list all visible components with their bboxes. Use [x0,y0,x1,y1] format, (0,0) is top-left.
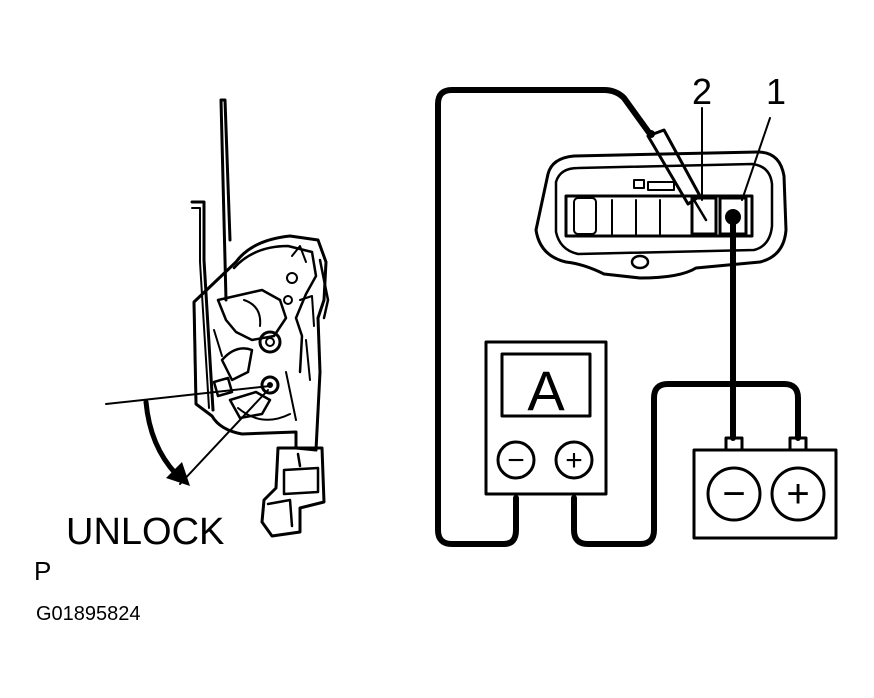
battery: − + [692,436,838,540]
battery-minus-sign: − [722,472,745,516]
reference-line [105,385,271,405]
leader-1 [741,117,771,201]
battery-plus-sign: + [786,472,809,516]
ammeter: A − + [484,340,608,496]
ammeter-minus-sign: − [507,444,525,477]
battery-plus-terminal [770,466,826,522]
lock-body [192,234,328,452]
ammeter-body [484,340,608,496]
leader-line [179,389,269,485]
lock-connector [260,446,326,538]
lock-rod-long [219,98,232,302]
terminal-2 [690,196,718,236]
ammeter-display [500,352,592,418]
ammeter-plus-sign: + [565,444,583,477]
label-terminal-2: 2 [692,71,712,112]
test-probe [646,128,708,222]
wire-ammeter-plus-to-battery-minus [571,381,801,547]
figure-id: G01895824 [36,603,141,625]
ammeter-minus-terminal [496,440,536,480]
label-unlock: UNLOCK [66,511,224,553]
door-lock-assembly [105,98,330,538]
label-corner-letter: P [34,556,51,586]
lock-pivot [258,330,282,354]
ammeter-plus-terminal [554,440,594,480]
connector-cavity [564,194,754,238]
ammeter-symbol: A [527,359,565,422]
probe-contact-1 [725,209,741,225]
connector-housing [534,150,788,280]
label-terminal-1: 1 [766,71,786,112]
battery-minus-terminal [706,466,762,522]
battery-minus-post [724,436,744,452]
lock-lever-pivot [260,375,280,395]
unlock-arrowhead [166,462,190,486]
wire-probe-to-ammeter-minus [435,87,653,547]
battery-body [692,448,838,540]
unlock-arrow [143,399,179,477]
lock-rod-bent [190,200,215,412]
battery-plus-post [788,436,808,452]
